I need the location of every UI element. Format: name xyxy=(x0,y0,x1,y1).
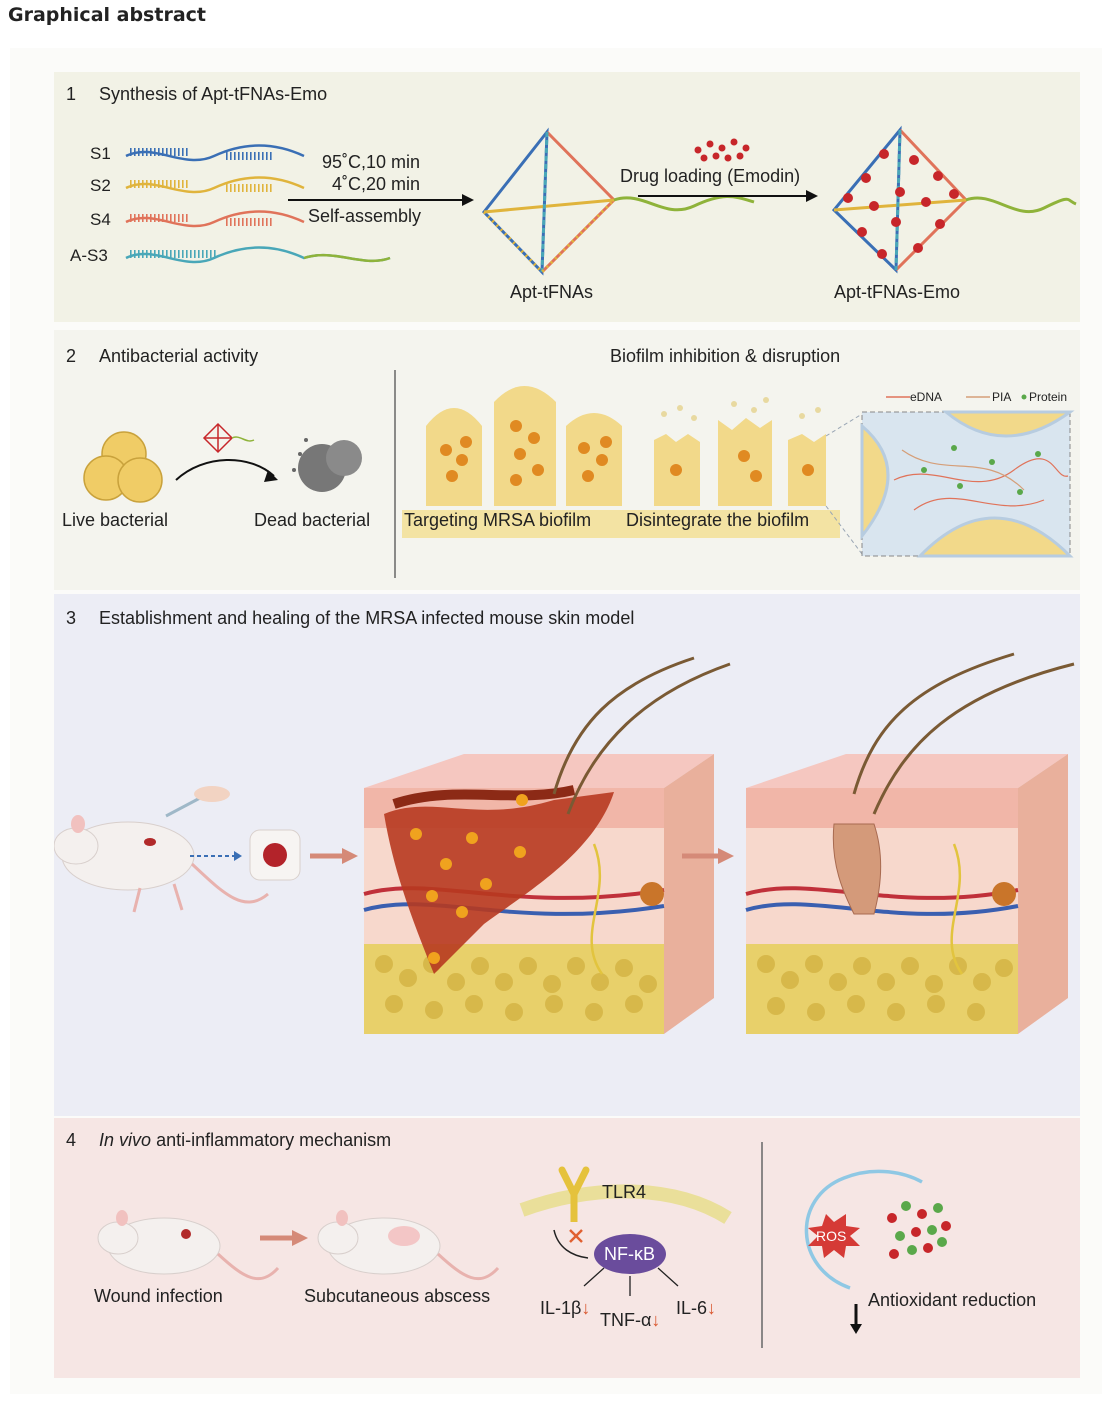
strand-as3 xyxy=(125,246,391,264)
cytokine-il6-text: IL-6 xyxy=(676,1298,708,1318)
panel-anti-inflammatory: 4 In vivo anti-inflammatory mechanism xyxy=(54,1118,1080,1378)
panel-antibacterial: 2 Antibacterial activity Biofilm inhibit… xyxy=(54,330,1080,590)
biofilm-intact xyxy=(426,386,622,506)
panel2-title: 2 Antibacterial activity xyxy=(66,346,258,367)
targeting-biofilm-label: Targeting MRSA biofilm xyxy=(404,510,592,530)
syringe-hand-icon xyxy=(165,786,230,818)
ros-label: ROS xyxy=(816,1228,847,1244)
wound-infection-label: Wound infection xyxy=(94,1286,223,1306)
inhibition-arrow xyxy=(553,1229,589,1259)
panel4-title: 4 In vivo anti-inflammatory mechanism xyxy=(66,1130,391,1151)
ros-burst-icon xyxy=(808,1214,860,1258)
panel4-title-text: anti-inflammatory mechanism xyxy=(151,1130,392,1150)
released-bacteria xyxy=(670,450,814,482)
cytokine-il1b: IL-1β↓ xyxy=(540,1298,590,1319)
panel2-title-text: Antibacterial activity xyxy=(99,346,259,366)
decrease-arrow-il1b-icon: ↓ xyxy=(581,1298,591,1318)
biofilm-label-band xyxy=(402,510,840,538)
kill-arrow xyxy=(175,459,275,481)
panel4-number: 4 xyxy=(66,1130,77,1150)
inhibition-cross-icon xyxy=(569,1229,583,1243)
infected-skin-block xyxy=(363,656,731,1034)
panel4-title-italic: In vivo xyxy=(99,1130,152,1150)
product-apt-tfnas-emo: Apt-tFNAs-Emo xyxy=(834,282,961,302)
panel1-title-text: Synthesis of Apt-tFNAs-Emo xyxy=(99,84,328,104)
wound-dish-icon xyxy=(249,829,301,881)
synthesis-graphic xyxy=(125,125,1077,276)
panel1-title: 1 Synthesis of Apt-tFNAs-Emo xyxy=(66,84,327,105)
strand-s2 xyxy=(125,176,305,194)
panel1-number: 1 xyxy=(66,84,77,104)
strand-label-s4: S4 xyxy=(90,210,111,229)
zoom-line-bottom xyxy=(825,505,863,555)
tetrahedron-apt-tfnas xyxy=(482,127,755,276)
legend-pia: PIA xyxy=(992,390,1012,404)
tetrahedron-apt-tfnas-emo xyxy=(831,125,1077,274)
strand-label-s1: S1 xyxy=(90,144,111,163)
cytokine-il6: IL-6↓ xyxy=(676,1298,716,1319)
ros-cycle-arrow xyxy=(804,1169,923,1290)
antioxidant-label: Antioxidant reduction xyxy=(868,1290,1037,1310)
strand-label-s2: S2 xyxy=(90,176,111,195)
self-assembly-label: Self-assembly xyxy=(308,206,422,226)
panel3-number: 3 xyxy=(66,608,77,628)
mouse-wound-icon xyxy=(97,1210,280,1281)
panel2-number: 2 xyxy=(66,346,77,366)
strand-label-as3: A-S3 xyxy=(70,246,108,265)
panel-synthesis: 1 Synthesis of Apt-tFNAs-Emo S1 S2 S4 A-… xyxy=(54,72,1080,322)
legend-edna: eDNA xyxy=(910,390,943,404)
mouse-icon xyxy=(54,815,269,913)
panel3-title-text: Establishment and healing of the MRSA in… xyxy=(99,608,635,628)
cytokine-arrows xyxy=(583,1267,679,1296)
strand-s1 xyxy=(125,144,305,162)
antibacterial-graphic xyxy=(83,370,1075,578)
drug-loading-label: Drug loading (Emodin) xyxy=(620,166,801,186)
nfkb-label: NF-κB xyxy=(604,1244,655,1264)
product-apt-tfnas: Apt-tFNAs xyxy=(510,282,594,302)
tlr4-label: TLR4 xyxy=(602,1182,647,1202)
condition-temperature-2: 4˚C,20 min xyxy=(332,174,421,194)
legend-protein-swatch xyxy=(1021,394,1027,400)
healed-skin-block xyxy=(745,652,1075,1034)
small-tetrahedron-icon xyxy=(202,422,255,454)
legend-protein: Protein xyxy=(1029,390,1068,404)
cell-membrane xyxy=(519,1184,732,1224)
inflammation-graphic xyxy=(97,1142,951,1348)
disintegrate-biofilm-label: Disintegrate the biofilm xyxy=(626,510,810,530)
nfkb-node xyxy=(594,1234,666,1274)
bacteria-in-biofilm xyxy=(440,420,612,486)
emodin-dots xyxy=(694,138,750,162)
biofilm-subtitle: Biofilm inhibition & disruption xyxy=(610,346,841,366)
strand-s4 xyxy=(125,210,305,228)
decrease-arrow-il6-icon: ↓ xyxy=(707,1298,717,1318)
antioxidant-dots xyxy=(887,1201,951,1259)
panel3-title: 3 Establishment and healing of the MRSA … xyxy=(66,608,634,629)
condition-temperature-1: 95˚C,10 min xyxy=(322,152,421,172)
cytokine-tnfa: TNF-α↓ xyxy=(600,1310,660,1331)
zoom-line-top xyxy=(825,413,863,437)
live-bacteria-icon xyxy=(83,431,163,503)
decrease-arrow-tnfa-icon: ↓ xyxy=(651,1310,661,1330)
live-bacterial-label: Live bacterial xyxy=(62,510,169,530)
page-heading: Graphical abstract xyxy=(8,4,206,26)
dead-bacterial-label: Dead bacterial xyxy=(254,510,371,530)
tlr4-receptor-icon xyxy=(558,1166,590,1222)
dead-bacteria-icon xyxy=(292,438,362,492)
biofilm-matrix-zoom xyxy=(860,410,1075,558)
loaded-emodin xyxy=(843,149,959,259)
cytokine-tnfa-text: TNF-α xyxy=(600,1310,652,1330)
subcutaneous-abscess-label: Subcutaneous abscess xyxy=(304,1286,491,1306)
decrease-arrow-icon xyxy=(850,1304,862,1334)
biofilm-disrupted xyxy=(654,418,826,506)
panel-mouse-model: 3 Establishment and healing of the MRSA … xyxy=(54,594,1080,1116)
skin-model-graphic xyxy=(54,652,1075,1034)
mouse-abscess-icon xyxy=(317,1210,500,1281)
biofilm-debris xyxy=(661,397,821,421)
cytokine-il1b-text: IL-1β xyxy=(540,1298,582,1318)
